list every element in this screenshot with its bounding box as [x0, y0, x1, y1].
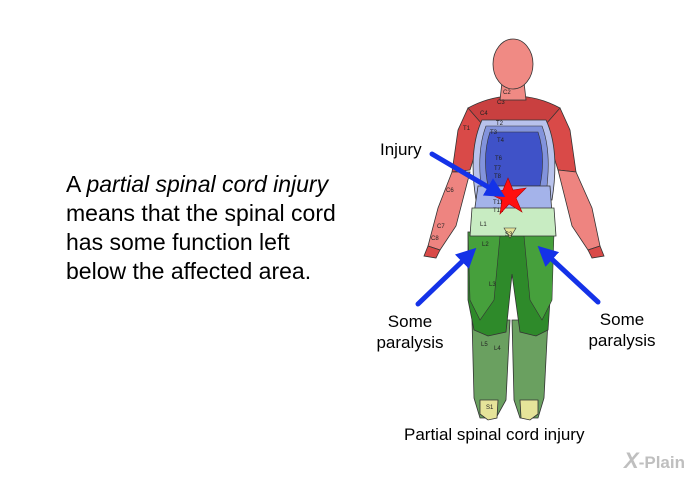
label-c7: C7: [437, 224, 445, 230]
label-t8: T8: [494, 174, 502, 180]
label-t2: T2: [496, 121, 504, 127]
left-paralysis-label-line2: paralysis: [376, 333, 444, 352]
head: [492, 38, 534, 90]
label-t1: T1: [463, 126, 471, 132]
left-hand: [423, 245, 441, 259]
label-t12: T12: [493, 208, 504, 214]
label-t7: T7: [494, 166, 502, 172]
groin-patch: [503, 227, 517, 239]
injury-label: Injury: [380, 140, 422, 159]
left-foot: [479, 399, 499, 421]
right-paralysis-arrow: [537, 245, 601, 305]
torso: [467, 95, 561, 239]
label-l1: L1: [480, 222, 487, 228]
logo-text: -Plain: [638, 453, 685, 472]
description-text: A partial spinal cord injury means that …: [66, 170, 356, 286]
right-forearm: [557, 169, 601, 251]
left-paralysis-arrow: [415, 247, 477, 307]
right-hand: [587, 245, 605, 259]
right-paralysis-label-line2: paralysis: [588, 331, 656, 350]
xplain-logo: X-Plain: [624, 448, 685, 474]
waist-band: [469, 207, 557, 237]
right-foot: [519, 399, 539, 421]
label-l3: L3: [489, 282, 496, 288]
label-c4: C4: [480, 111, 488, 117]
arms: [423, 107, 605, 259]
label-t11: T11: [493, 200, 504, 206]
label-c6: C6: [446, 188, 454, 194]
logo-x: X: [624, 448, 639, 473]
description-part2: means that the spinal cord has some func…: [66, 200, 336, 284]
label-t6: T6: [495, 156, 503, 162]
legs: [467, 231, 555, 421]
label-l4: L4: [494, 346, 501, 352]
right-paralysis-label: Some paralysis: [580, 309, 664, 351]
label-c8: C8: [431, 236, 439, 242]
left-paralysis-label-line1: Some: [387, 312, 433, 331]
description-part1: A: [66, 171, 87, 197]
injury-arrow: [429, 151, 506, 198]
label-c3: C3: [497, 100, 505, 106]
label-c2: C2: [503, 90, 511, 96]
label-t4: T4: [497, 138, 505, 144]
left-paralysis-label: Some paralysis: [370, 311, 450, 353]
head-group: [492, 38, 534, 101]
label-s1: S1: [486, 405, 494, 411]
figure-caption: Partial spinal cord injury: [404, 425, 585, 444]
label-l2: L2: [482, 242, 489, 248]
arrows: [415, 151, 601, 307]
description-emphasis: partial spinal cord injury: [86, 171, 329, 197]
label-s3: S3: [505, 232, 513, 238]
label-l5: L5: [481, 342, 488, 348]
right-paralysis-label-line1: Some: [599, 310, 645, 329]
label-t3: T3: [490, 130, 498, 136]
